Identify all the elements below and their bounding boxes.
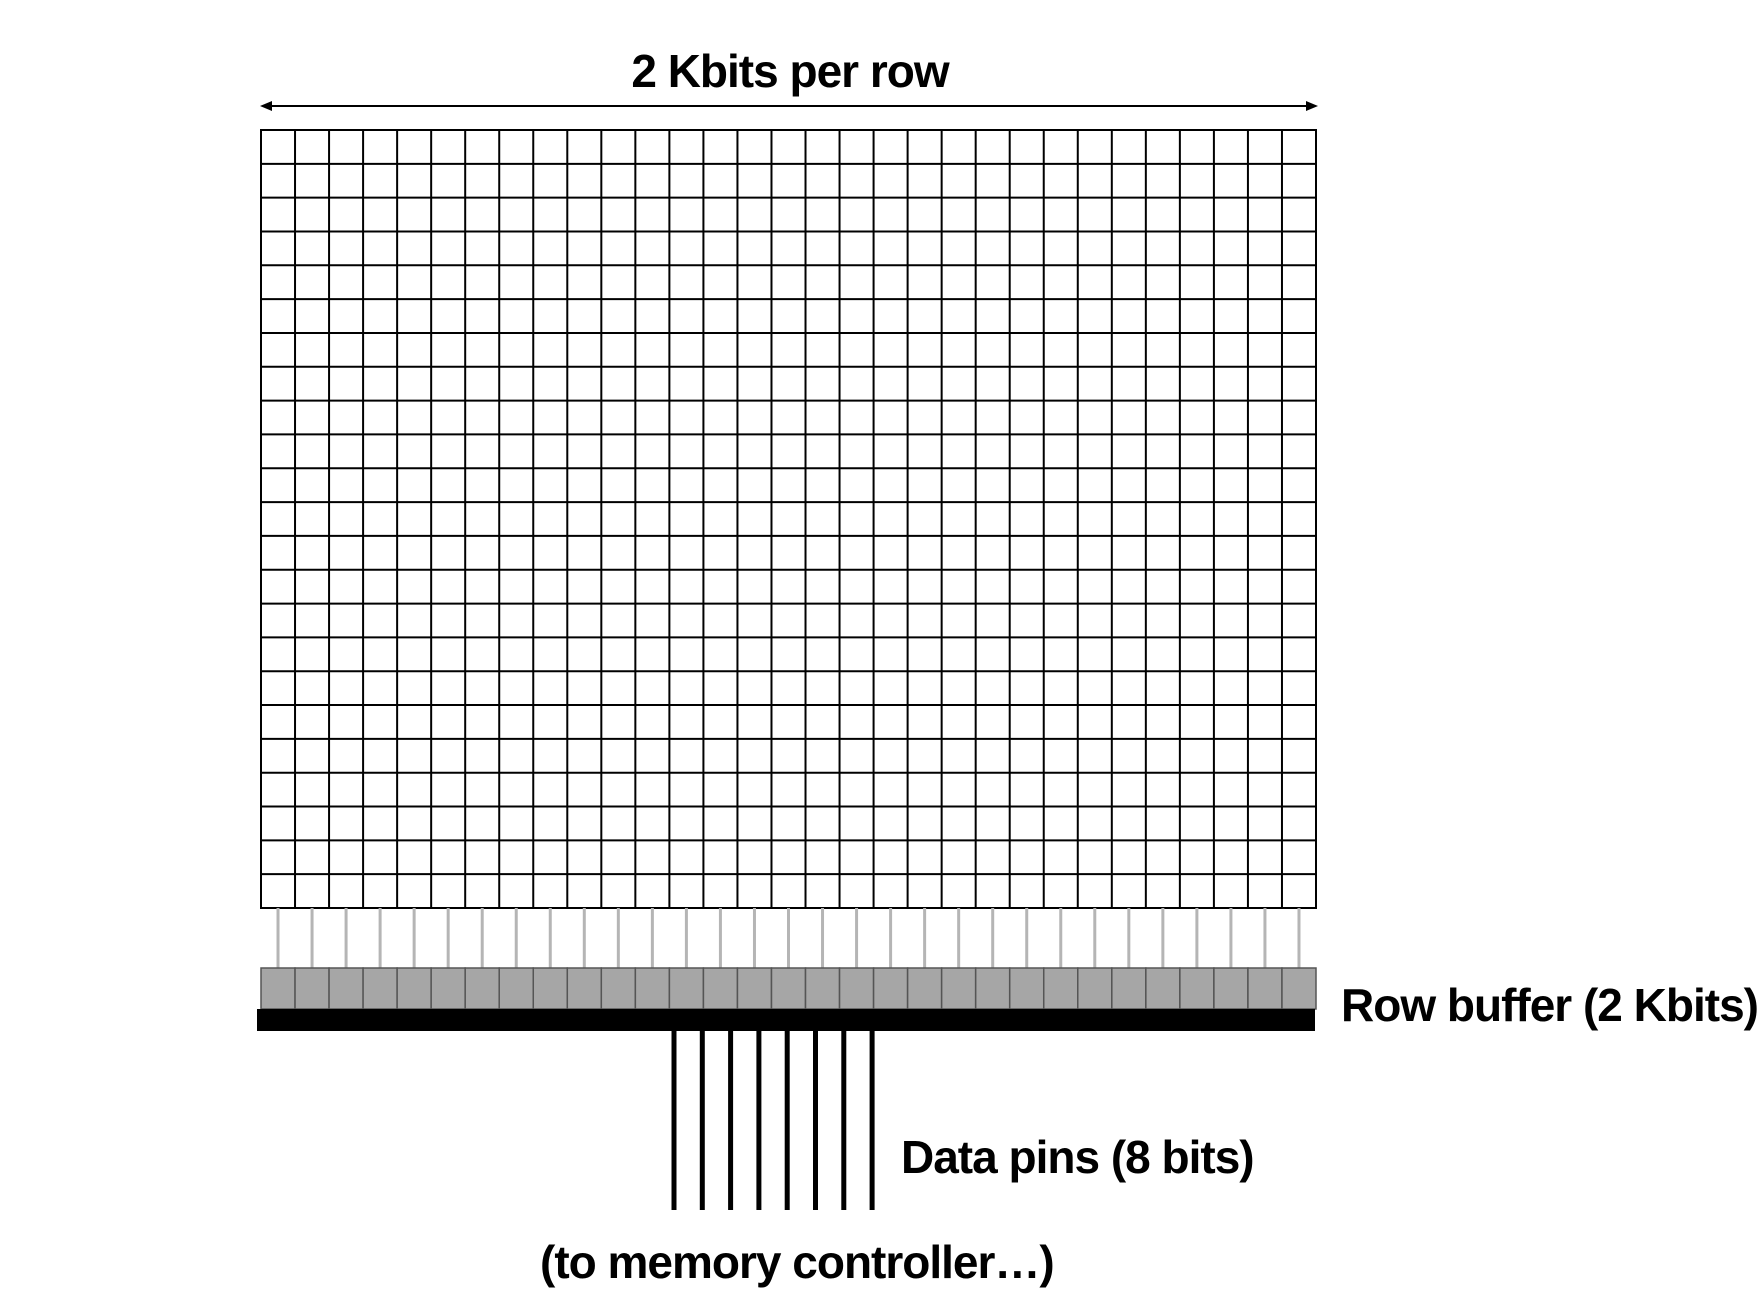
row-buffer-cell bbox=[1042, 967, 1079, 1010]
row-buffer-label: Row buffer (2 Kbits) bbox=[1341, 979, 1759, 1031]
row-buffer-connectors bbox=[276, 908, 1301, 968]
row-buffer-cell bbox=[634, 967, 671, 1010]
row-width-label: 2 Kbits per row bbox=[631, 45, 949, 97]
row-width-arrow bbox=[260, 101, 1318, 111]
row-buffer-cell bbox=[804, 967, 841, 1010]
memory-controller-label: (to memory controller…) bbox=[540, 1236, 1055, 1288]
row-buffer-cell bbox=[396, 967, 432, 1010]
row-buffer-cell bbox=[260, 967, 296, 1010]
row-buffer-cell bbox=[736, 967, 773, 1010]
arrowhead-left bbox=[260, 101, 272, 111]
row-buffer-cell bbox=[940, 967, 977, 1010]
row-buffer-cell bbox=[328, 967, 364, 1010]
row-buffer-cell bbox=[532, 967, 569, 1010]
row-buffer-cell bbox=[1213, 967, 1249, 1010]
row-buffer-cell bbox=[1247, 967, 1283, 1010]
row-buffer-cell bbox=[872, 967, 909, 1010]
row-buffer-cell bbox=[294, 967, 330, 1010]
row-buffer-cell bbox=[464, 967, 500, 1010]
row-buffer bbox=[260, 967, 1317, 1010]
row-buffer-cell bbox=[906, 967, 943, 1010]
row-buffer-cell bbox=[1077, 967, 1113, 1010]
clipped-top-caption bbox=[0, 0, 1764, 8]
row-buffer-cell bbox=[838, 967, 875, 1010]
row-buffer-cell bbox=[974, 967, 1011, 1010]
row-buffer-cell bbox=[566, 967, 603, 1010]
row-buffer-cell bbox=[1111, 967, 1147, 1010]
row-buffer-cell bbox=[668, 967, 705, 1010]
row-buffer-cell bbox=[600, 967, 637, 1010]
data-pins bbox=[671, 1031, 875, 1210]
row-buffer-cell bbox=[1008, 967, 1045, 1010]
row-buffer-cell bbox=[770, 967, 807, 1010]
row-buffer-cell bbox=[702, 967, 739, 1010]
arrowhead-right bbox=[1306, 101, 1318, 111]
row-buffer-cell bbox=[430, 967, 466, 1010]
row-buffer-cell bbox=[498, 967, 535, 1010]
row-buffer-cell bbox=[1179, 967, 1215, 1010]
row-buffer-cell bbox=[1145, 967, 1181, 1010]
memory-cell-array bbox=[260, 129, 1317, 909]
row-buffer-bus bbox=[257, 1009, 1315, 1031]
data-pins-label: Data pins (8 bits) bbox=[901, 1131, 1255, 1183]
row-buffer-cell bbox=[1281, 967, 1317, 1010]
row-buffer-cell bbox=[362, 967, 398, 1010]
cell-array-border bbox=[260, 129, 1317, 909]
